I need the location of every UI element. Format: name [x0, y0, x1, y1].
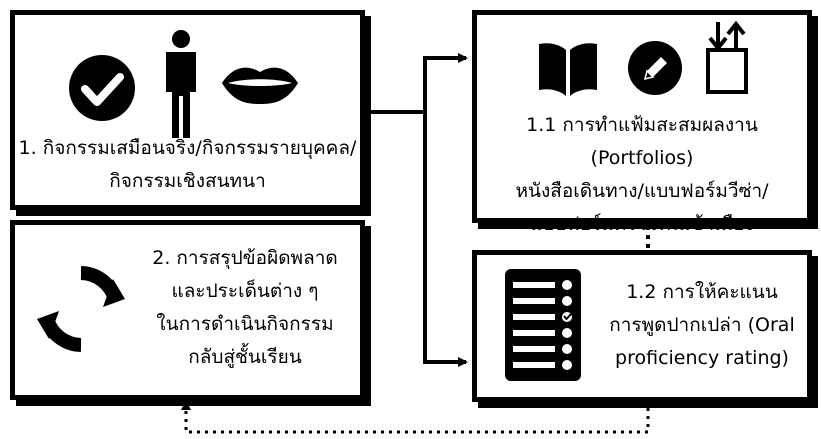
box1-line-2: กิจกรรมเชิงสนทนา — [109, 170, 266, 192]
box12-line-1: 1.2 การให้คะแนน — [626, 281, 778, 303]
box12-text: 1.2 การให้คะแนน การพูดปากเปล่า (Oral pro… — [597, 276, 807, 375]
box2-line-1: 2. การสรุปข้อผิดพลาด — [152, 247, 338, 269]
connector-box1-to-box11 — [365, 53, 468, 114]
checklist-icon — [505, 269, 581, 381]
box11-line-1: 1.1 การทำแฟ้มสะสมผลงาน (Portfolios) — [526, 114, 758, 169]
person-icon — [166, 30, 196, 138]
check-circle-icon — [69, 55, 135, 121]
dotted-return-loop — [181, 400, 650, 434]
box11-line-3: แบบฟอร์มตรวจคนเข้าเมือง — [530, 213, 754, 235]
activity-box-1: 1. กิจกรรมเสมือนจริง/กิจกรรมรายบุคคล/ กิ… — [10, 10, 365, 210]
activity-box-2: 2. การสรุปข้อผิดพลาด และประเด็นต่าง ๆ ใน… — [10, 220, 365, 400]
open-book-icon — [539, 43, 597, 96]
up-down-arrows-box-icon — [706, 20, 748, 94]
box11-text: 1.1 การทำแฟ้มสะสมผลงาน (Portfolios) หนัง… — [477, 109, 807, 241]
box1-line-1: 1. กิจกรรมเสมือนจริง/กิจกรรมรายบุคคล/ — [18, 137, 357, 159]
pencil-circle-icon — [628, 41, 682, 95]
refresh-cycle-icon — [37, 266, 125, 352]
connector-box1-to-box12 — [423, 112, 468, 367]
box2-text: 2. การสรุปข้อผิดพลาด และประเด็นต่าง ๆ ใน… — [145, 242, 345, 374]
activity-box-1-2: 1.2 การให้คะแนน การพูดปากเปล่า (Oral pro… — [472, 250, 812, 402]
box12-line-2: การพูดปากเปล่า (Oral — [609, 314, 795, 336]
box12-line-3: proficiency rating) — [615, 347, 789, 369]
box1-text: 1. กิจกรรมเสมือนจริง/กิจกรรมรายบุคคล/ กิ… — [15, 132, 360, 198]
activity-box-1-1: 1.1 การทำแฟ้มสะสมผลงาน (Portfolios) หนัง… — [472, 10, 812, 235]
lips-icon — [222, 67, 298, 104]
box2-line-2: และประเด็นต่าง ๆ — [171, 280, 319, 302]
box11-line-2: หนังสือเดินทาง/แบบฟอร์มวีซ่า/ — [515, 180, 769, 202]
box2-line-3: ในการดำเนินกิจกรรม — [156, 313, 334, 335]
box2-line-4: กลับสู่ชั้นเรียน — [188, 346, 302, 368]
